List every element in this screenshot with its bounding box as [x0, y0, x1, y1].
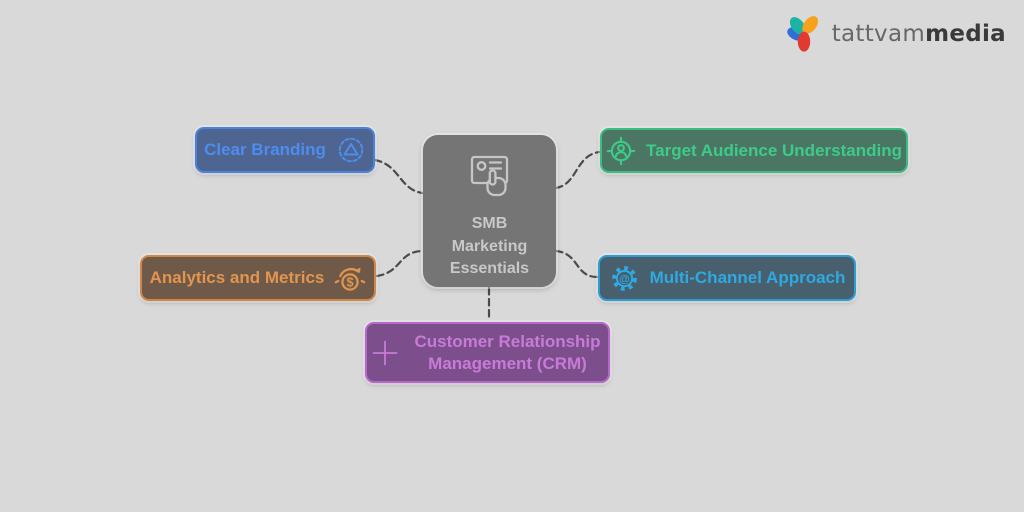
svg-text:@: @	[619, 273, 630, 285]
node-multi-channel-approach[interactable]: @ Multi-Channel Approach	[598, 255, 856, 301]
node-label: Analytics and Metrics	[149, 268, 325, 287]
audience-target-icon	[606, 136, 636, 166]
central-node-smb-marketing-essentials[interactable]: SMB Marketing Essentials	[423, 135, 556, 287]
tattvam-media-logo: tattvammedia	[783, 12, 1006, 56]
central-title-line-1: SMB	[471, 215, 508, 232]
connector-multi-channel	[554, 249, 599, 279]
logo-wordmark: tattvammedia	[832, 21, 1006, 47]
gear-at-icon: @	[609, 263, 640, 294]
node-target-audience-understanding[interactable]: Target Audience Understanding	[600, 128, 908, 173]
connector-analytics	[375, 249, 424, 278]
connector-target-audience	[554, 150, 601, 190]
logo-text-bold: media	[925, 21, 1006, 47]
node-analytics-and-metrics[interactable]: Analytics and Metrics $	[140, 255, 376, 301]
money-cycle-icon: $	[334, 262, 366, 294]
central-title-line-2: Marketing	[451, 237, 528, 255]
plus-icon	[370, 338, 400, 368]
central-title-line-3: Essentials	[449, 260, 530, 278]
central-node-title: SMB Marketing Essentials	[450, 213, 529, 281]
node-clear-branding[interactable]: Clear Branding	[195, 127, 375, 173]
svg-text:$: $	[347, 275, 354, 289]
node-label: Customer Relationship Management (CRM)	[414, 332, 601, 373]
node-customer-relationship-management[interactable]: Customer Relationship Management (CRM)	[365, 322, 610, 383]
connector-clear-branding	[373, 158, 424, 195]
node-label: Target Audience Understanding	[646, 140, 902, 160]
brand-stamp-icon	[336, 135, 366, 165]
trefoil-logo-icon	[786, 16, 818, 52]
logo-text-light: tattvam	[831, 21, 926, 47]
node-label: Multi-Channel Approach	[649, 268, 846, 287]
node-label: Clear Branding	[204, 140, 326, 159]
idcard-hand-icon	[463, 150, 517, 209]
